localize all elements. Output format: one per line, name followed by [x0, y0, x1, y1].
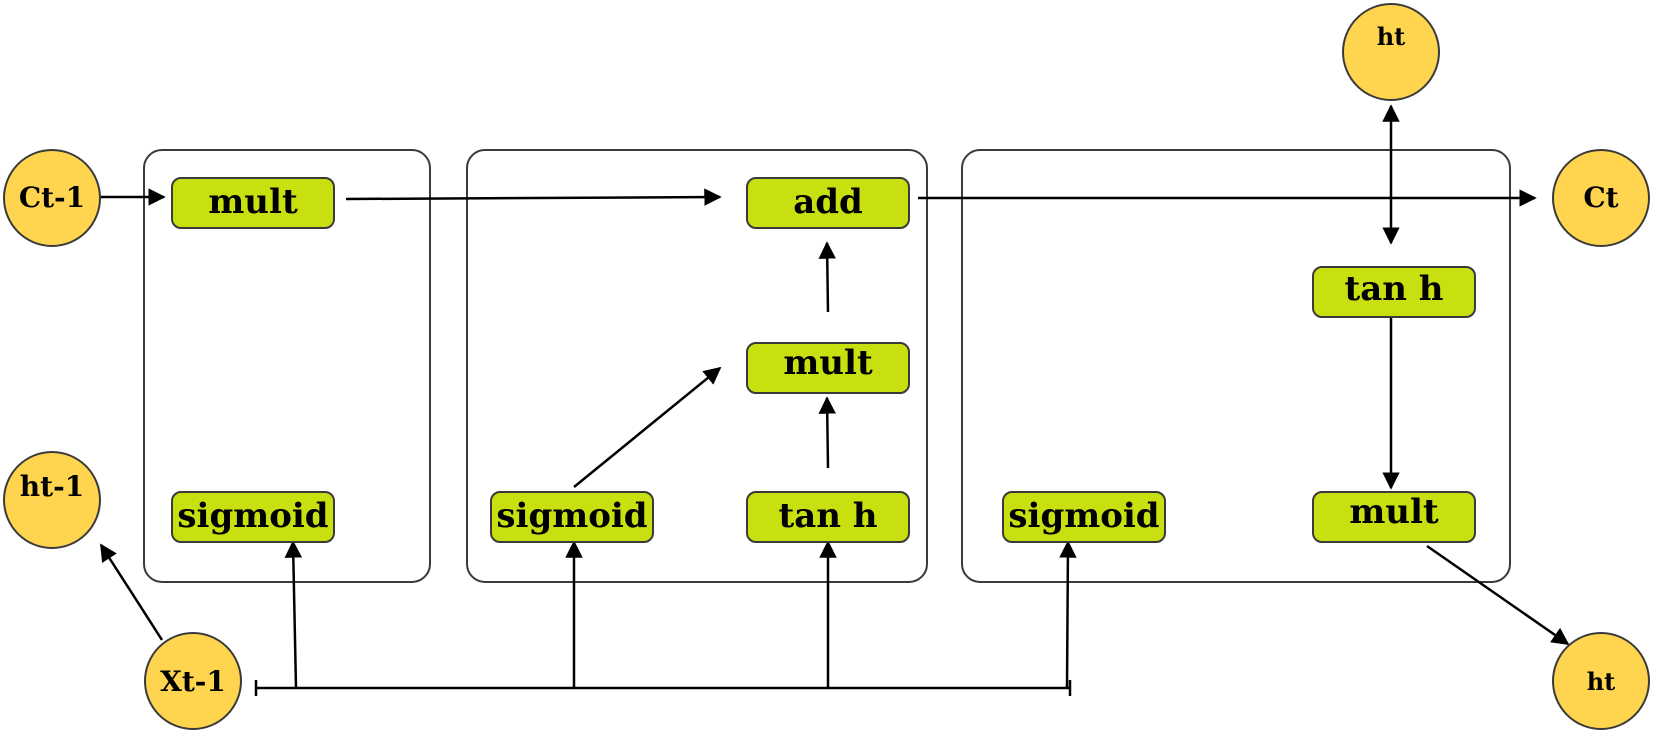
- h-top-node: ht: [1342, 3, 1440, 101]
- c-prev-node: Ct-1: [3, 149, 101, 247]
- output-sigmoid-label: sigmoid: [1008, 496, 1159, 536]
- h-top-label: ht: [1377, 22, 1406, 51]
- forget-mult-op: mult: [171, 177, 335, 229]
- output-tanh-op: tan h: [1312, 266, 1476, 318]
- wire-output-mult-to-hout: [1426, 544, 1570, 646]
- output-tanh-label: tan h: [1344, 269, 1443, 309]
- c-prev-label: Ct-1: [19, 181, 85, 214]
- forget-sigmoid-op: sigmoid: [171, 491, 335, 543]
- add-label: add: [793, 182, 863, 222]
- wire-forget-mult-to-add: [345, 188, 722, 206]
- wire-input-mult-to-add: [818, 241, 836, 313]
- input-tanh-label: tan h: [778, 496, 877, 536]
- wire-bus-to-output-sigmoid: [1059, 540, 1077, 689]
- c-out-node: Ct: [1552, 149, 1650, 247]
- input-sigmoid-label: sigmoid: [496, 496, 647, 536]
- h-prev-node: ht-1: [3, 451, 101, 549]
- output-sigmoid-op: sigmoid: [1002, 491, 1166, 543]
- input-mult-label: mult: [783, 343, 873, 383]
- c-out-label: Ct: [1583, 181, 1618, 214]
- forget-gate-panel: [143, 149, 431, 583]
- wire-xprev-to-hprev: [99, 543, 164, 641]
- wire-input-sigmoid-to-mult: [573, 366, 722, 488]
- forget-sigmoid-label: sigmoid: [177, 496, 328, 536]
- output-mult-op: mult: [1312, 491, 1476, 543]
- forget-mult-label: mult: [208, 182, 298, 222]
- input-mult-op: mult: [746, 342, 910, 394]
- h-out-node: ht: [1552, 632, 1650, 730]
- x-prev-label: Xt-1: [160, 665, 226, 698]
- output-mult-label: mult: [1349, 492, 1439, 532]
- input-gate-panel: [466, 149, 928, 583]
- wire-bus-to-forget-sigmoid: [284, 540, 303, 689]
- h-prev-label: ht-1: [20, 470, 84, 503]
- input-tanh-op: tan h: [746, 491, 910, 543]
- connections: [99, 104, 1570, 696]
- wire-input-tanh-to-mult: [818, 396, 836, 469]
- output-gate-panel: [961, 149, 1511, 583]
- input-sigmoid-op: sigmoid: [490, 491, 654, 543]
- x-prev-node: Xt-1: [144, 632, 242, 730]
- h-out-label: ht: [1587, 667, 1616, 696]
- add-op: add: [746, 177, 910, 229]
